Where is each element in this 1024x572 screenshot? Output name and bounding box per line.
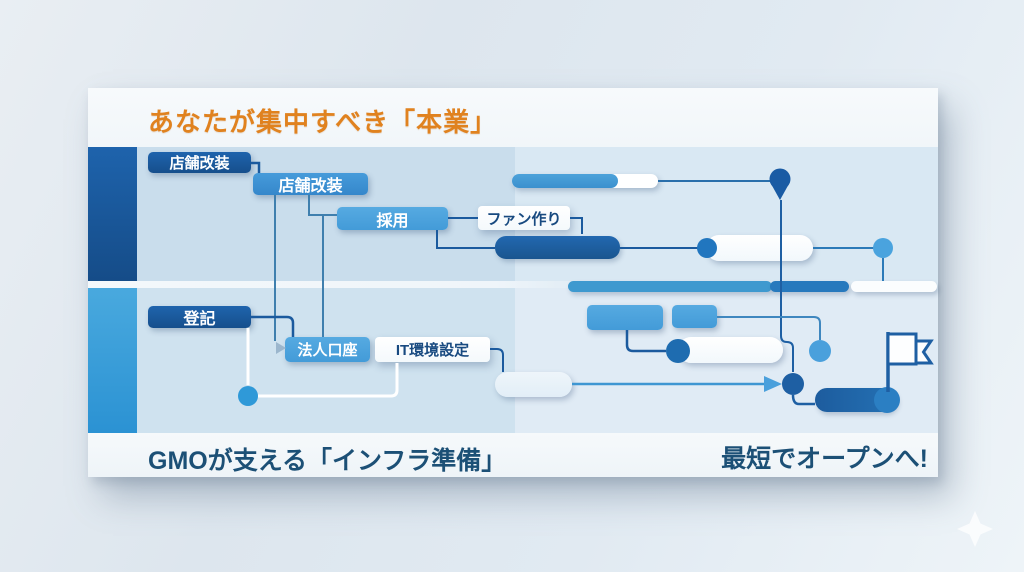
gantt-bar-final [815, 388, 897, 412]
task-corporate-account: 法人口座 [285, 337, 370, 362]
gantt-box-b [672, 305, 717, 328]
page-title: あなたが集中すべき「本業」 [148, 107, 498, 137]
sparkle-icon [957, 511, 993, 547]
task-label: ファン作り [486, 210, 562, 228]
task-it-setup: IT環境設定 [375, 337, 490, 362]
footer-left-label: GMOが支える「インフラ準備」 [148, 447, 507, 475]
footer-band: GMOが支える「インフラ準備」 最短でオープンへ! [88, 433, 938, 477]
lane-bottom-sidebar [88, 288, 137, 433]
task-label: 採用 [376, 212, 409, 230]
lane-top-sidebar [88, 147, 137, 281]
task-label: 法人口座 [297, 342, 358, 359]
header-band: あなたが集中すべき「本業」 [88, 88, 938, 147]
gantt-bar-white-mid [706, 235, 813, 261]
task-label: 店舗改装 [278, 178, 343, 195]
infographic-card: あなたが集中すべき「本業」 店舗改装 店舗改装 採用 ファン作り [88, 88, 938, 477]
progress-bar-light-segment [568, 281, 772, 292]
task-label: 店舗改装 [169, 155, 230, 172]
task-renovation-2: 店舗改装 [253, 173, 368, 195]
task-registration: 登記 [148, 306, 251, 328]
task-label: IT環境設定 [395, 342, 470, 359]
footer-right-label: 最短でオープンへ! [721, 445, 928, 473]
progress-bar-dark-segment [770, 281, 849, 292]
gantt-box-a [587, 305, 663, 330]
task-renovation-1: 店舗改装 [148, 152, 251, 173]
gantt-bar-light-bottom [495, 372, 572, 397]
task-fan-building: ファン作り [478, 206, 570, 230]
task-hiring: 採用 [337, 207, 448, 230]
progress-bar-white-segment [851, 281, 937, 292]
gantt-bar-dark-mid [495, 236, 620, 259]
task-label: 登記 [183, 311, 216, 328]
gantt-bar-top-progress [512, 174, 618, 188]
lane-divider [88, 281, 938, 288]
gantt-bar-white-bottom [678, 337, 783, 363]
